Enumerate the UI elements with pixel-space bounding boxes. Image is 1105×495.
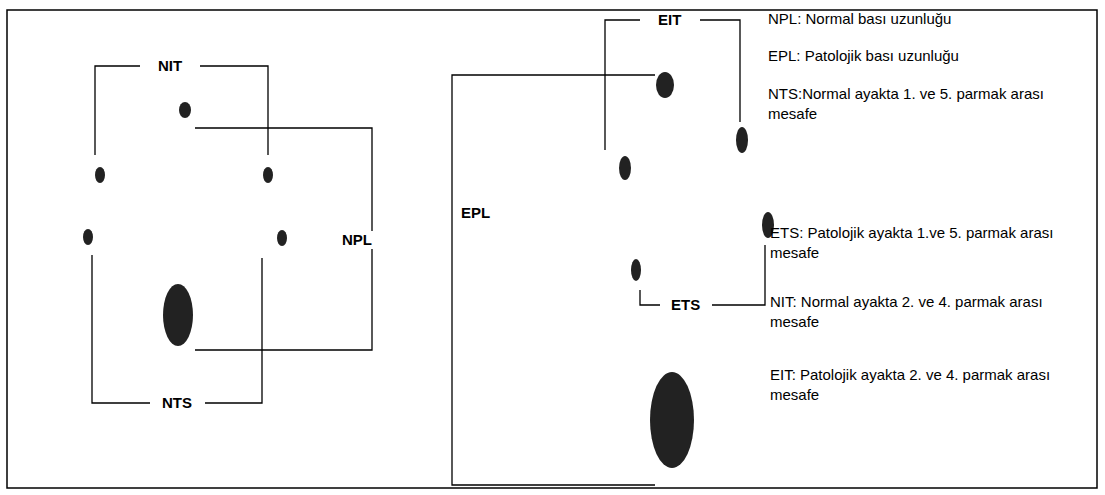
definition-text: NPL: Normal bası uzunluğu — [768, 9, 1078, 29]
label-tag: EIT — [655, 11, 684, 29]
foot-prints — [83, 72, 774, 468]
label-tag: EPL — [458, 204, 493, 222]
brackets — [92, 20, 765, 485]
label-tag: NTS — [159, 394, 195, 412]
definition-text: EPL: Patolojik bası uzunluğu — [768, 46, 1078, 66]
frame — [7, 10, 1097, 488]
label-tag: NIT — [155, 57, 185, 75]
definition-text: EIT: Patolojik ayakta 2. ve 4. parmak ar… — [770, 365, 1060, 405]
label-tag: ETS — [668, 296, 703, 314]
label-tag: NPL — [339, 231, 375, 249]
definition-text: ETS: Patolojik ayakta 1.ve 5. parmak ara… — [770, 223, 1060, 263]
definition-text: NTS:Normal ayakta 1. ve 5. parmak arası … — [768, 84, 1068, 124]
definition-text: NIT: Normal ayakta 2. ve 4. parmak arası… — [770, 292, 1060, 332]
